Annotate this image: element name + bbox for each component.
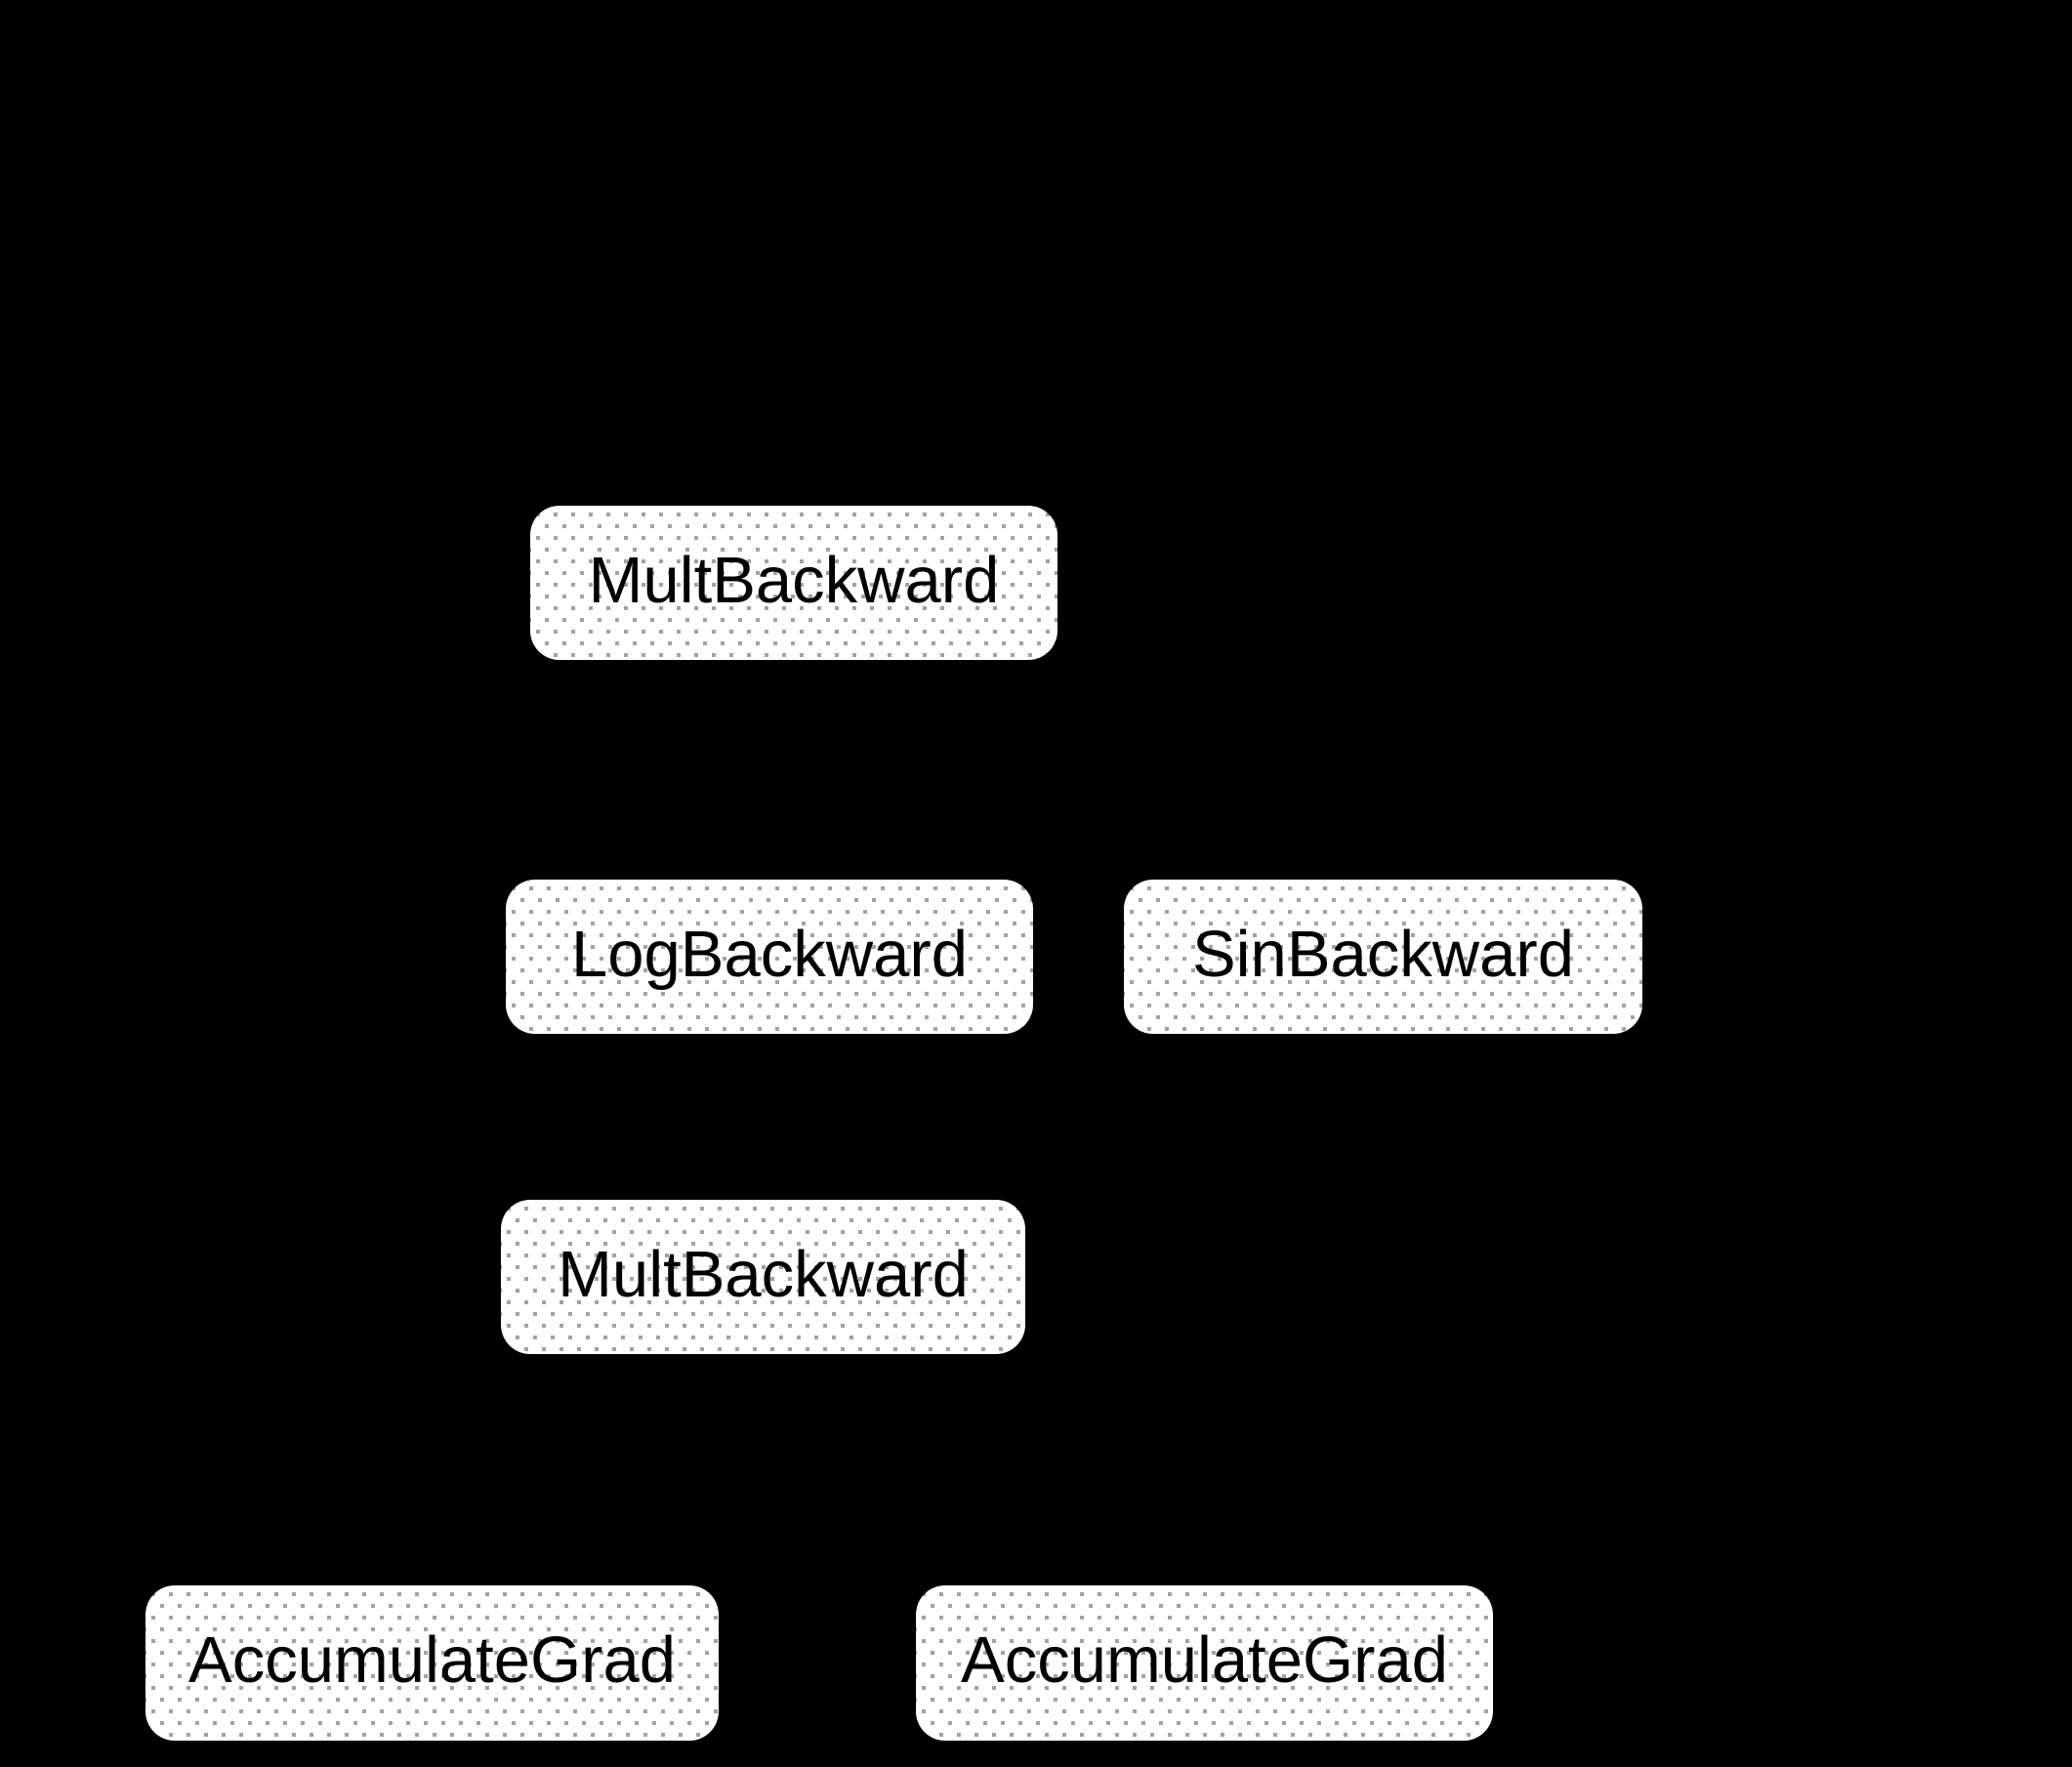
node-label: AccumulateGrad: [188, 1623, 676, 1697]
graph-node-logbackward: LogBackward: [506, 880, 1033, 1034]
graph-node-accumulategrad-right: AccumulateGrad: [916, 1585, 1493, 1741]
graph-node-accumulategrad-left: AccumulateGrad: [145, 1585, 719, 1741]
graph-node-sinbackward: SinBackward: [1124, 880, 1642, 1034]
node-label: MultBackward: [588, 543, 1000, 617]
node-label: LogBackward: [571, 917, 968, 991]
node-label: SinBackward: [1191, 917, 1574, 991]
node-label: MultBackward: [558, 1237, 969, 1311]
graph-node-multbackward-mid: MultBackward: [501, 1200, 1025, 1354]
graph-node-multbackward-top: MultBackward: [530, 506, 1057, 660]
node-label: AccumulateGrad: [961, 1623, 1448, 1697]
